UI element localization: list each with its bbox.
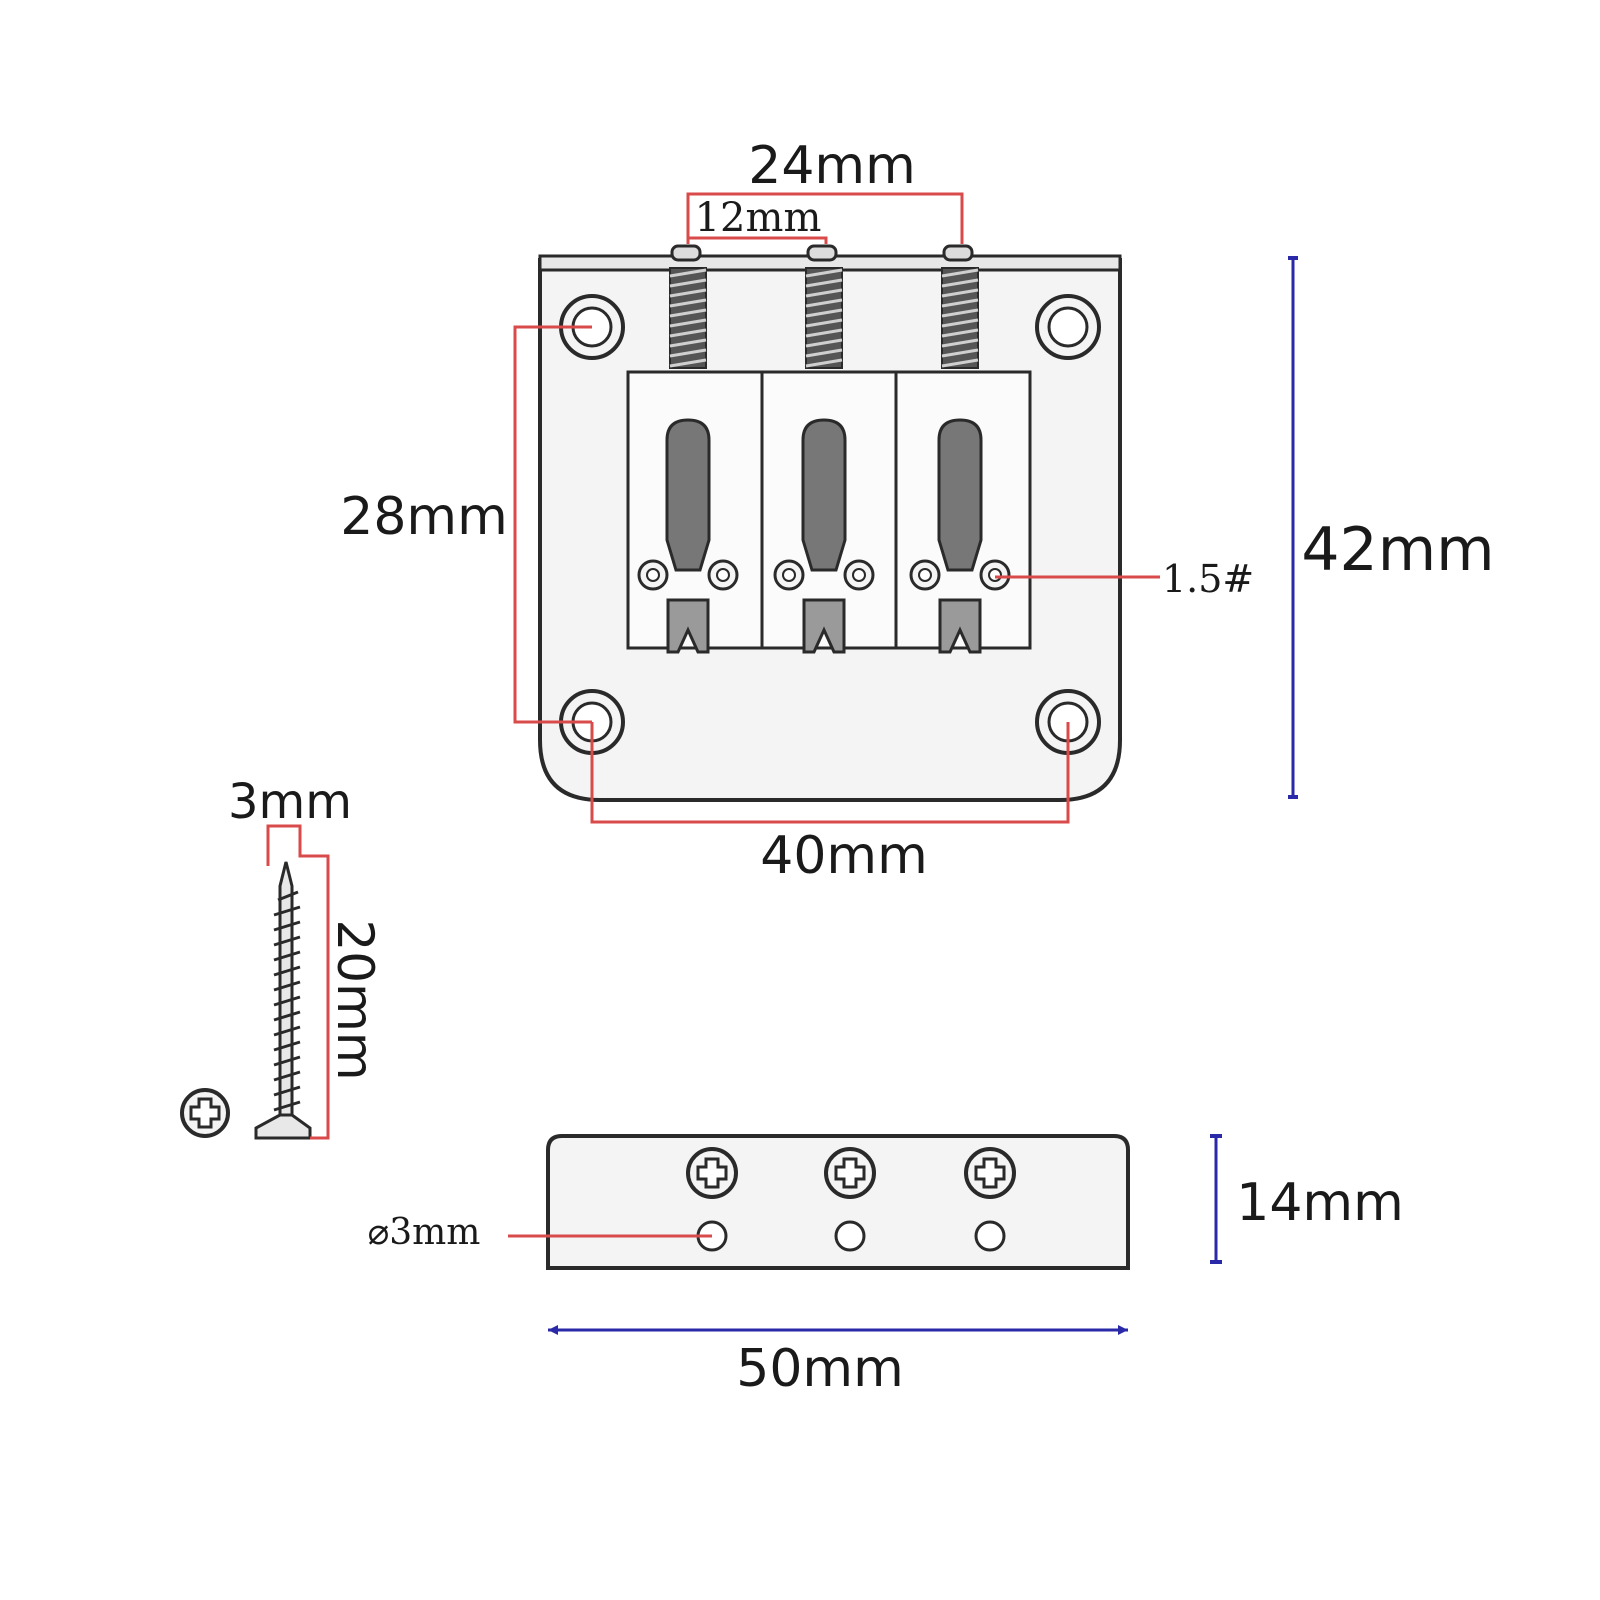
dim-20mm-label: 20mm <box>326 919 384 1080</box>
dim-1-5-screw: 1.5# <box>995 557 1254 601</box>
dim-hole-diameter-label: ⌀3mm <box>368 1212 481 1253</box>
bridge-side-view <box>546 1134 1130 1270</box>
side-screw-1-icon <box>686 1147 738 1199</box>
phillips-head-icon <box>180 1088 230 1138</box>
dim-20mm: 20mm <box>300 854 384 1140</box>
dim-1-5-label: 1.5# <box>1162 557 1254 601</box>
string-hole-3 <box>974 1220 1006 1252</box>
string-hole-2 <box>834 1220 866 1252</box>
intonation-screw-1 <box>669 244 707 369</box>
dim-28mm-label: 28mm <box>340 487 507 547</box>
dim-12mm: 12mm <box>686 195 828 244</box>
dim-hole-diameter: ⌀3mm <box>368 1212 712 1253</box>
dim-24mm: 24mm <box>686 136 964 244</box>
dim-50mm-label: 50mm <box>736 1339 903 1399</box>
dim-50mm: 50mm <box>548 1325 1128 1399</box>
saddle-2 <box>760 370 898 654</box>
mount-hole-top-right <box>1035 294 1101 360</box>
side-screw-2-icon <box>824 1147 876 1199</box>
dim-42mm: 42mm <box>1288 256 1495 799</box>
dim-14mm: 14mm <box>1210 1134 1404 1264</box>
dim-3mm-label: 3mm <box>228 774 352 830</box>
dim-40mm: 40mm <box>590 722 1070 886</box>
intonation-screw-3 <box>941 244 979 369</box>
saddle-3 <box>894 370 1032 654</box>
saddle-1 <box>626 370 764 654</box>
mount-hole-bottom-right <box>1035 689 1101 755</box>
dim-12mm-label: 12mm <box>695 195 822 241</box>
dim-28mm: 28mm <box>340 325 592 724</box>
wood-screw <box>254 861 312 1140</box>
dim-14mm-label: 14mm <box>1236 1173 1403 1233</box>
intonation-screw-2 <box>805 244 843 369</box>
bridge-top-view <box>538 244 1122 802</box>
dim-3mm: 3mm <box>228 774 352 866</box>
dim-24mm-label: 24mm <box>748 136 915 196</box>
dim-42mm-label: 42mm <box>1301 515 1494 585</box>
dim-40mm-label: 40mm <box>760 826 927 886</box>
side-screw-3-icon <box>964 1147 1016 1199</box>
